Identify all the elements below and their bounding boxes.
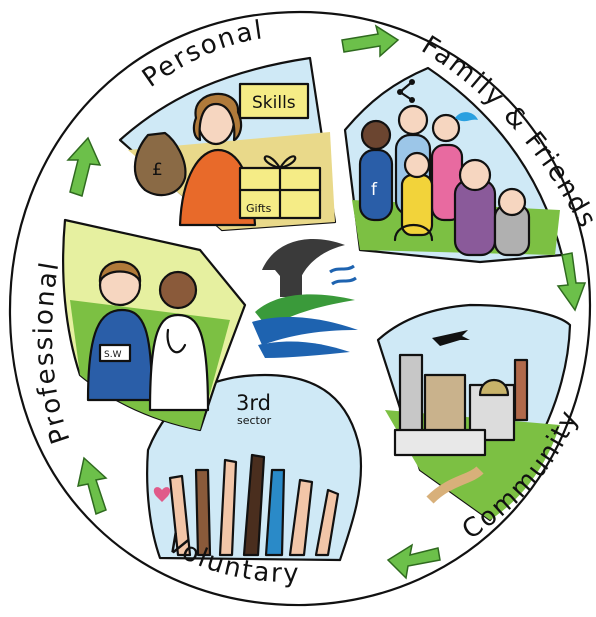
pound-symbol: £ <box>152 160 163 180</box>
money-bag <box>133 131 187 197</box>
sector-label: sector <box>237 414 272 427</box>
svg-text:Skills: Skills <box>252 93 296 113</box>
outer-circle <box>8 10 592 607</box>
arrow-icon <box>66 136 102 197</box>
sw-badge <box>98 343 132 363</box>
heart-icon <box>153 487 171 502</box>
logo-icon <box>252 238 358 358</box>
arrow-icon <box>386 543 441 580</box>
city-buildings <box>393 353 529 457</box>
bird-icon <box>455 112 478 122</box>
third-label: 3rd <box>236 391 271 415</box>
panel-professional: S.W <box>62 218 247 432</box>
arrow-icon <box>556 252 587 312</box>
family-group: f <box>358 104 531 257</box>
professionals: S.W <box>86 260 210 412</box>
arrow-icon <box>77 456 108 516</box>
svg-text:S.W: S.W <box>104 350 122 360</box>
path <box>426 466 484 504</box>
skills-sign <box>238 82 310 120</box>
raised-hands <box>168 453 340 557</box>
panel-family-friends: f <box>343 66 564 264</box>
plane-icon <box>432 330 470 346</box>
arrow-icon <box>341 24 400 58</box>
facebook-icon: f <box>371 180 378 200</box>
svg-text:Gifts: Gifts <box>246 202 272 215</box>
panel-community <box>376 303 572 522</box>
panel-personal: £ Skills Gifts <box>118 56 337 232</box>
